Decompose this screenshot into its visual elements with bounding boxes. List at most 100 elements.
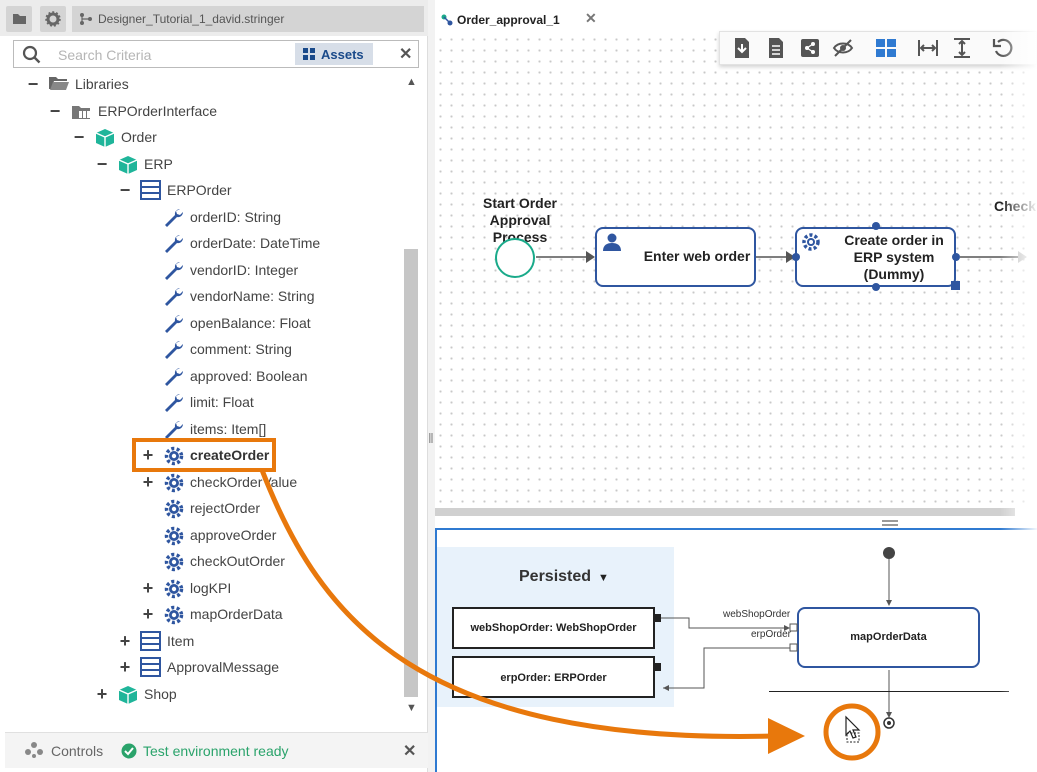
- tree-item-label: checkOutOrder: [190, 553, 285, 569]
- tree-item-label: rejectOrder: [190, 500, 261, 516]
- wrench-icon: [165, 287, 184, 306]
- task-label: mapOrderData: [850, 631, 927, 643]
- expand-icon[interactable]: +: [96, 684, 108, 704]
- divider-line: [769, 691, 1009, 692]
- collapse-icon[interactable]: −: [27, 74, 39, 94]
- class-icon: [140, 631, 161, 651]
- tree-item-label: vendorID: Integer: [190, 262, 299, 278]
- wrench-icon: [165, 234, 184, 253]
- gear-icon: [164, 499, 184, 519]
- tree-item-label: checkOrderValue: [190, 474, 298, 490]
- undo-icon[interactable]: [992, 37, 1014, 59]
- project-branch-icon: [80, 13, 92, 25]
- wrench-icon: [165, 420, 184, 439]
- data-object-webshoporder[interactable]: webShopOrder: WebShopOrder: [452, 607, 655, 649]
- assets-icon: [303, 48, 315, 60]
- task-create-order-erp[interactable]: Create order in ERP system (Dummy): [795, 227, 956, 287]
- persisted-label: Persisted: [519, 568, 592, 585]
- tree-item-label: approved: Boolean: [190, 368, 308, 384]
- tree-item-label: Order: [121, 129, 157, 145]
- data-object-label: webShopOrder: WebShopOrder: [470, 622, 637, 634]
- hide-icon[interactable]: [832, 37, 854, 59]
- layout-grid-icon[interactable]: [875, 37, 897, 59]
- share-icon[interactable]: [800, 37, 820, 59]
- panel-splitter[interactable]: ‖: [428, 0, 435, 772]
- panel-resize-grip[interactable]: [882, 520, 898, 526]
- task-map-order-data[interactable]: mapOrderData: [797, 607, 980, 668]
- sequence-flow-arrow: [960, 251, 1027, 263]
- service-task-gear-icon: [802, 233, 820, 251]
- tree-scrollbar[interactable]: ▲ ▼: [402, 74, 420, 719]
- process-icon: [441, 14, 453, 26]
- scroll-thumb[interactable]: [404, 249, 418, 697]
- search-bar: Assets ✕: [13, 40, 419, 68]
- wrench-icon: [165, 314, 184, 333]
- close-icon[interactable]: ✕: [403, 743, 417, 760]
- package-icon: [118, 156, 138, 174]
- fit-height-icon[interactable]: [951, 37, 973, 59]
- download-icon[interactable]: [732, 37, 752, 59]
- gear-icon: [45, 11, 61, 27]
- collapse-icon[interactable]: −: [119, 180, 131, 200]
- project-tab-label: Designer_Tutorial_1_david.stringer: [98, 12, 285, 26]
- wrench-icon: [165, 367, 184, 386]
- task-enter-web-order[interactable]: Enter web order: [595, 227, 756, 287]
- project-tab[interactable]: Designer_Tutorial_1_david.stringer: [72, 6, 424, 32]
- task-label: Enter web order: [643, 248, 751, 264]
- tree-item-label: Libraries: [75, 76, 129, 92]
- tree-item-label: approveOrder: [190, 527, 277, 543]
- folder-open-icon: [49, 77, 69, 90]
- close-icon[interactable]: ✕: [399, 46, 413, 63]
- tree-item-label: comment: String: [190, 341, 292, 357]
- editor-tab-bar: Order_approval_1 ✕: [435, 0, 1037, 34]
- tree-item-label: orderDate: DateTime: [190, 235, 321, 251]
- tree-item-label: ApprovalMessage: [167, 659, 280, 675]
- gear-icon: [164, 473, 184, 493]
- user-task-icon: [603, 233, 621, 251]
- data-object-erporder[interactable]: erpOrder: ERPOrder: [452, 656, 655, 698]
- class-icon: [140, 657, 161, 677]
- assets-filter-button[interactable]: Assets: [295, 43, 373, 65]
- folder-tab[interactable]: [6, 6, 32, 32]
- document-icon[interactable]: [766, 37, 786, 59]
- splitter-grip-icon[interactable]: ‖: [428, 430, 434, 446]
- collapse-icon[interactable]: −: [96, 154, 108, 174]
- expand-icon[interactable]: +: [142, 578, 154, 598]
- status-bar: Controls Test environment ready ✕: [5, 732, 428, 768]
- folder-icon: [13, 14, 26, 24]
- tree-item-label: vendorName: String: [190, 288, 315, 304]
- asset-browser-panel: Designer_Tutorial_1_david.stringer Asset…: [0, 0, 428, 772]
- tree-item-label: ERP: [144, 156, 173, 172]
- tree-item-label: Shop: [144, 686, 177, 702]
- controls-tab[interactable]: Controls: [51, 743, 104, 759]
- tab-order-approval[interactable]: Order_approval_1 ✕: [435, 4, 603, 34]
- tree-item-label: limit: Float: [190, 394, 254, 410]
- expand-icon[interactable]: +: [142, 604, 154, 624]
- close-icon[interactable]: ✕: [585, 10, 597, 26]
- tree-item-label: mapOrderData: [190, 606, 283, 622]
- expand-icon[interactable]: +: [142, 445, 154, 465]
- start-event[interactable]: [494, 237, 536, 279]
- library-folder-icon: [72, 106, 90, 119]
- assets-button-label: Assets: [321, 46, 364, 62]
- tree-item-label: items: Item[]: [190, 421, 267, 437]
- scroll-up-icon[interactable]: ▲: [406, 76, 417, 88]
- asset-tree: − Libraries − ERPOrderInterface − Order …: [0, 72, 400, 720]
- collapse-icon[interactable]: −: [49, 101, 61, 121]
- left-tab-bar: Designer_Tutorial_1_david.stringer: [0, 0, 428, 36]
- settings-tab[interactable]: [40, 6, 66, 32]
- expand-icon[interactable]: +: [119, 631, 131, 651]
- collapse-icon[interactable]: −: [73, 127, 85, 147]
- package-icon: [118, 686, 138, 704]
- canvas-horizontal-scrollbar[interactable]: [435, 508, 1015, 516]
- dropdown-caret-icon[interactable]: ▼: [598, 572, 609, 584]
- expand-icon[interactable]: +: [119, 657, 131, 677]
- fit-width-icon[interactable]: [917, 37, 939, 59]
- selection-handles[interactable]: [790, 220, 970, 296]
- scroll-down-icon[interactable]: ▼: [406, 702, 417, 714]
- start-event-caption: Start Order Approval Process: [483, 195, 557, 245]
- expand-icon[interactable]: +: [142, 472, 154, 492]
- tree-item-label: orderID: String: [190, 209, 282, 225]
- search-input[interactable]: [58, 45, 288, 65]
- tree-item-label: ERPOrder: [167, 182, 232, 198]
